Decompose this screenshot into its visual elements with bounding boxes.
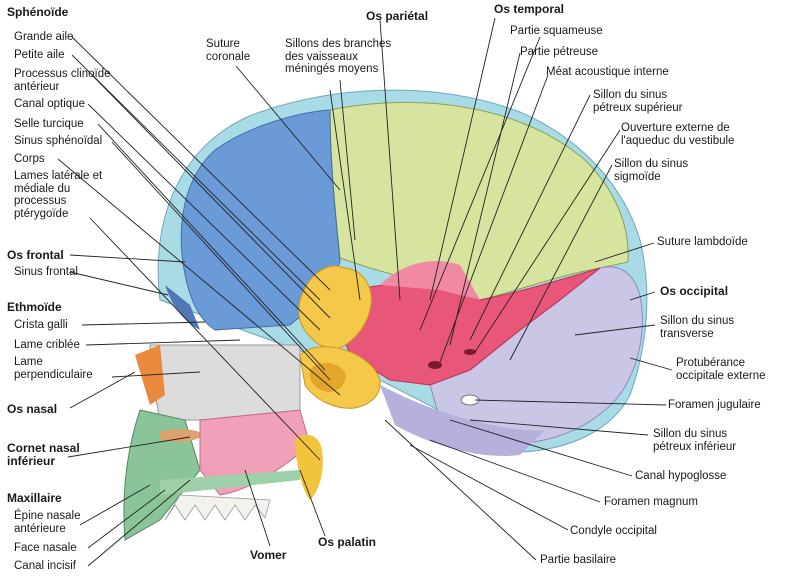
label-sphenoide: Sphénoïde bbox=[7, 5, 69, 19]
label-sillon-petreux-inf: Sillon du sinus pétreux inférieur bbox=[653, 428, 737, 453]
label-os-parietal: Os pariétal bbox=[366, 9, 429, 23]
label-foramen-jugulaire: Foramen jugulaire bbox=[668, 399, 761, 411]
opening-mark bbox=[464, 349, 476, 355]
label-crista-galli: Crista galli bbox=[14, 319, 68, 331]
frontal-sinus bbox=[165, 285, 200, 330]
label-partie-petreuse: Partie pétreuse bbox=[520, 46, 598, 58]
meatus-mark bbox=[428, 361, 442, 369]
label-canal-optique: Canal optique bbox=[14, 98, 85, 110]
label-grande-aile: Grande aile bbox=[14, 31, 74, 43]
label-suture-lambdoide: Suture lambdoïde bbox=[657, 236, 748, 248]
label-ethmoide: Ethmoïde bbox=[7, 300, 62, 314]
palatine-bone bbox=[295, 434, 323, 500]
label-protuberance: Protubérance occipitale externe bbox=[676, 357, 766, 382]
label-partie-squameuse: Partie squameuse bbox=[510, 25, 603, 37]
label-vomer: Vomer bbox=[250, 548, 287, 562]
label-processus-clinoide: Processus clinoïde antérieur bbox=[14, 68, 111, 93]
label-os-nasal: Os nasal bbox=[7, 402, 58, 416]
label-sinus-frontal: Sinus frontal bbox=[14, 266, 78, 278]
label-lame-perpendiculaire: Lame perpendiculaire bbox=[14, 356, 93, 381]
leader-lines bbox=[57, 17, 673, 567]
ethmoid-bone bbox=[149, 344, 301, 421]
label-sillon-transverse: Sillon du sinus transverse bbox=[660, 315, 735, 340]
label-lame-criblee: Lame criblée bbox=[14, 339, 80, 351]
label-os-frontal: Os frontal bbox=[7, 248, 64, 262]
hard-palate bbox=[160, 470, 300, 495]
label-sillons-branches: Sillons des branches des vaisseaux ménin… bbox=[285, 38, 392, 75]
label-os-palatin: Os palatin bbox=[318, 535, 377, 549]
label-canal-hypoglosse: Canal hypoglosse bbox=[635, 470, 727, 482]
label-selle-turcique: Selle turcique bbox=[14, 118, 84, 130]
label-maxillaire: Maxillaire bbox=[7, 491, 62, 505]
label-corps: Corps bbox=[14, 153, 45, 165]
label-cornet-nasal: Cornet nasal inférieur bbox=[7, 441, 80, 468]
label-condyle-occipital: Condyle occipital bbox=[570, 525, 657, 537]
label-epine-nasale: Épine nasale antérieure bbox=[14, 510, 81, 535]
label-os-occipital: Os occipital bbox=[660, 284, 729, 298]
temporal-squama bbox=[380, 261, 480, 300]
frontal-bone bbox=[180, 109, 341, 331]
basilar-part bbox=[380, 385, 545, 456]
label-canal-incisif: Canal incisif bbox=[14, 560, 76, 572]
label-partie-basilaire: Partie basilaire bbox=[540, 554, 617, 566]
label-suture-coronale: Suture coronale bbox=[206, 38, 251, 63]
label-face-nasale: Face nasale bbox=[14, 542, 77, 554]
label-sillon-petreux-sup: Sillon du sinus pétreux supérieur bbox=[593, 89, 683, 114]
label-ouverture-aqueduc: Ouverture externe de l'aqueduc du vestib… bbox=[621, 122, 735, 147]
label-os-temporal: Os temporal bbox=[494, 2, 565, 16]
label-lames-pterygoide: Lames latérale et médiale du processus p… bbox=[14, 170, 103, 220]
label-foramen-magnum: Foramen magnum bbox=[604, 496, 698, 508]
upper-teeth bbox=[164, 494, 271, 521]
label-meat-acoustique: Méat acoustique interne bbox=[546, 66, 669, 78]
label-petite-aile: Petite aile bbox=[14, 49, 65, 61]
maxilla bbox=[123, 409, 201, 541]
label-sinus-sphenoidal: Sinus sphénoïdal bbox=[14, 135, 103, 147]
inferior-concha bbox=[160, 429, 205, 443]
temporal-bone bbox=[329, 267, 601, 386]
sphenoid-bone bbox=[298, 265, 372, 351]
label-sillon-sigmoide: Sillon du sinus sigmoïde bbox=[614, 158, 689, 183]
